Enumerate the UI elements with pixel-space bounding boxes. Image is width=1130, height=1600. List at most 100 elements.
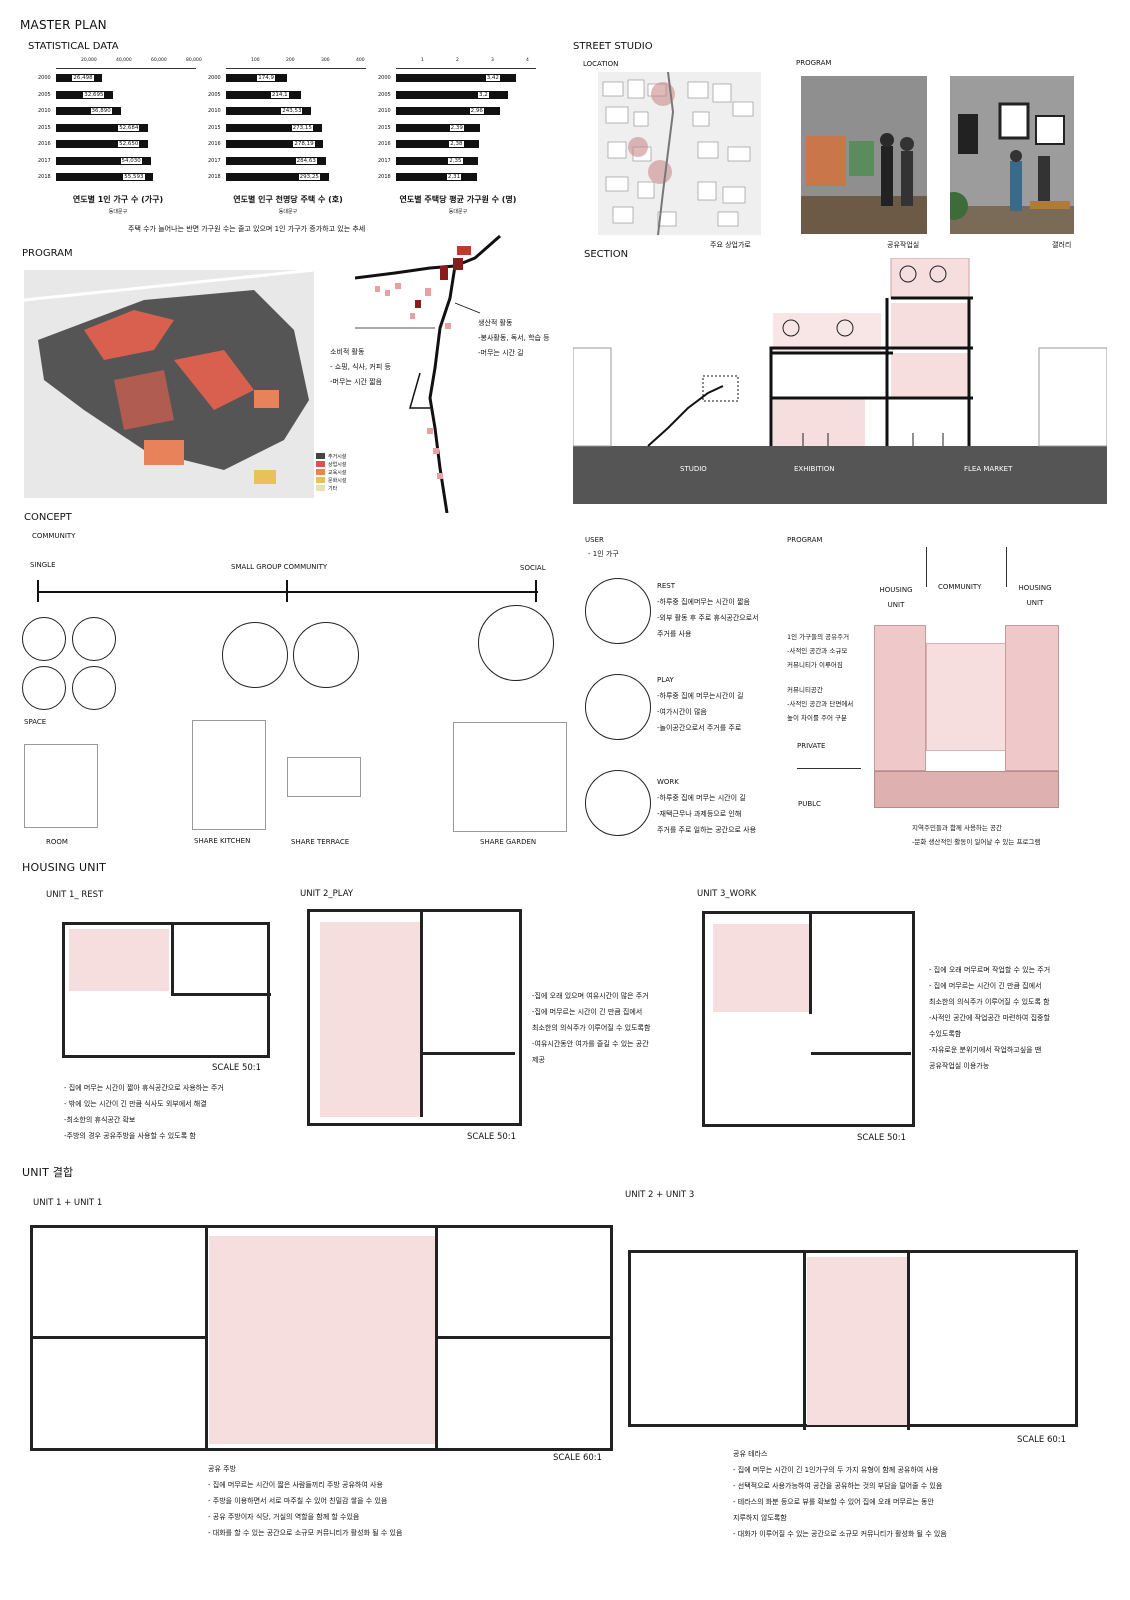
chart-bar: [226, 140, 324, 148]
wall: [420, 912, 423, 1117]
note-line: 공유 테라스: [733, 1450, 768, 1458]
note-line: 수있도록함: [929, 1030, 962, 1038]
wall: [438, 1336, 610, 1339]
rest-user-text: REST -하루중 집에머무는 시간이 짧음 -외부 활동 후 주로 휴식공간으…: [657, 578, 759, 642]
legend-item: 상업시설: [316, 460, 346, 468]
chart-data-label: 284,63: [295, 157, 317, 164]
scale-label-small-group: SMALL GROUP COMMUNITY: [231, 563, 328, 571]
room-plan: [24, 744, 98, 828]
single-figure-circle: [22, 666, 66, 710]
note-line: - 집에 머무르는 시간이 짧은 사람들끼리 주방 공유하여 사용: [208, 1481, 383, 1489]
housing-stack-right: [1005, 625, 1059, 771]
street-studio-title: STREET STUDIO: [573, 41, 653, 52]
production-line: -봉사활동, 독서, 학습 등: [478, 334, 550, 342]
wall: [33, 1336, 205, 1339]
note-line: -집에 머무르는 시간이 긴 만큼 집에서: [532, 1008, 643, 1016]
chart-bar: [396, 123, 480, 132]
program-bottom-note: 지역주민들과 함께 사용하는 공간 -문화 생산적인 활동이 일어날 수 있는 …: [912, 821, 1040, 849]
note-line: 커뮤니티가 이루어짐: [787, 661, 843, 669]
chart-2-subtitle: 동대문구: [278, 209, 298, 215]
photo-gallery-graphic: [950, 76, 1074, 234]
note-line: - 집에 오래 머무르며 작업할 수 있는 주거: [929, 966, 1051, 974]
note-line: 공유 주방: [208, 1465, 236, 1473]
scale-tick: [535, 580, 537, 602]
unit3-notes: - 집에 오래 머무르며 작업할 수 있는 주거 - 집에 머무르는 시간이 긴…: [929, 962, 1050, 1074]
chart-category-label: 2000: [208, 75, 221, 81]
chart-data-label: 26,498: [72, 75, 94, 81]
chart-tick-label: 200: [286, 58, 295, 63]
chart-category-label: 2000: [38, 75, 51, 81]
combo1-title: UNIT 1 + UNIT 1: [33, 1198, 103, 1208]
section-graphic: [573, 258, 1107, 504]
note-line: -주방의 경우 공유주방을 사용할 수 있도록 함: [64, 1132, 196, 1140]
note-line: -여유시간동안 여가를 즐길 수 있는 공간: [532, 1040, 649, 1048]
legend-label: 주거시설: [328, 453, 347, 460]
wall: [809, 914, 812, 1014]
chart-bar: [56, 140, 149, 148]
note-line: - 선택적으로 사용가능하여 공간을 공유하는 것의 부담을 덜어줄 수 있음: [733, 1482, 943, 1490]
chart-bar: [226, 90, 301, 99]
program-map-graphic: [24, 270, 314, 498]
program-diagram-title: PROGRAM: [787, 536, 823, 544]
unit1-plan: [62, 922, 271, 1058]
user-type-line: -외부 활동 후 주로 휴식공간으로서: [657, 614, 759, 622]
user-subtitle: - 1인 가구: [588, 550, 619, 558]
user-type-line: -하루중 집에 머무는시간이 길: [657, 692, 744, 700]
unit1-title: UNIT 1_ REST: [46, 890, 104, 900]
community-title: COMMUNITY: [32, 532, 76, 540]
header-divider: [926, 547, 927, 587]
scale-tick: [286, 580, 288, 602]
combo2-title: UNIT 2 + UNIT 3: [625, 1190, 695, 1200]
photo-gallery: [950, 76, 1074, 234]
scale-tick: [37, 580, 39, 602]
photo-studio-caption: 공유작업실: [887, 241, 920, 249]
program-title: PROGRAM: [22, 248, 73, 259]
space-label-share-terrace: SHARE TERRACE: [291, 838, 350, 846]
legend-item: 기타: [316, 484, 346, 492]
scale-label-social: SOCIAL: [520, 564, 546, 572]
chart-data-label: 52,684: [118, 124, 140, 131]
program-legend: 주거시설 상업시설 교육시설 문화시설 기타: [316, 452, 346, 492]
chart-category-label: 2005: [378, 91, 391, 98]
wall: [907, 1253, 910, 1430]
chart-tick-label: 4: [526, 58, 529, 63]
unit1-notes: - 집에 머무는 시간이 짧아 휴식공간으로 사용하는 주거 - 밖에 있는 시…: [64, 1080, 224, 1144]
production-line: 생산적 활동: [478, 319, 513, 327]
photo-studio-graphic: [801, 76, 927, 234]
header-text: HOUSING: [879, 586, 913, 594]
note-line: 지루하지 않도록함: [733, 1514, 787, 1522]
note-line: - 주방을 이용하면서 서로 마주칠 수 있어 친밀감 쌓을 수 있음: [208, 1497, 388, 1505]
wall: [205, 1228, 208, 1448]
chart-tick-label: 400: [356, 58, 365, 63]
wall: [420, 1052, 515, 1055]
legend-item: 주거시설: [316, 452, 346, 460]
group-figure-circle: [293, 622, 359, 688]
chart-tick-label: 2: [456, 58, 459, 63]
work-user-text: WORK -하루중 집에 머무는 시간이 길 -재택근무나 과제등으로 인해 주…: [657, 774, 756, 838]
stat-summary: 주택 수가 늘어나는 반면 가구원 수는 줄고 있으며 1인 가구가 증가하고 …: [128, 225, 366, 233]
statistical-data-title: STATISTICAL DATA: [28, 41, 119, 52]
chart-tick-label: 20,000: [81, 58, 97, 63]
street-program-title: PROGRAM: [796, 59, 832, 67]
single-figure-circle: [72, 617, 116, 661]
photo-studio: [801, 76, 927, 234]
chart-data-label: 273,15: [291, 124, 313, 131]
consumption-line: - 쇼핑, 식사, 커피 등: [330, 363, 391, 371]
chart-bar: [56, 107, 121, 115]
group-figure-circle: [222, 622, 288, 688]
housing-unit-title: HOUSING UNIT: [22, 861, 107, 874]
shared-terrace-area: [807, 1257, 907, 1425]
user-title: USER: [585, 536, 604, 544]
unit3-plan: [702, 911, 915, 1127]
note-line: 1인 가구들의 공유주거: [787, 633, 850, 641]
chart-tick-label: 3: [491, 58, 494, 63]
chart-1-subtitle: 동대문구: [108, 209, 128, 215]
rest-user-circle: [585, 578, 651, 644]
chart-category-label: 2015: [208, 124, 221, 131]
chart-data-label: 293,25: [298, 174, 320, 180]
user-type-line: 주거를 사용: [657, 630, 692, 638]
